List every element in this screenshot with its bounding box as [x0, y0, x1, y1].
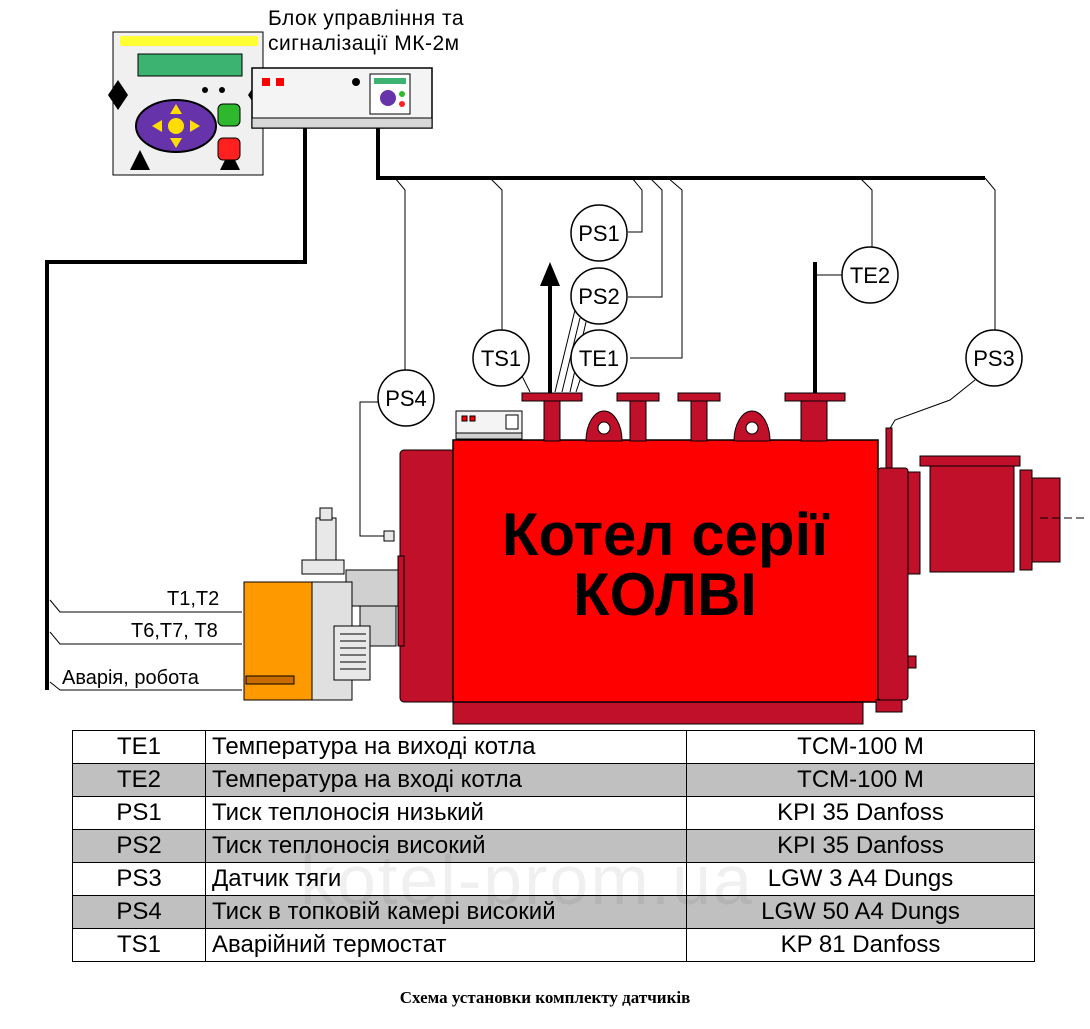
sensor-wires	[49, 177, 996, 691]
main-cables	[45, 128, 985, 690]
table-cell-description: Тиск теплоносія високий	[205, 829, 687, 863]
table-cell-model: KPI 35 Danfoss	[686, 796, 1035, 830]
table-cell-description: Тиск в топковій камері високий	[205, 895, 687, 929]
sensor-ps3-label: PS3	[973, 346, 1015, 371]
caption: Схема установки комплекту датчиків	[399, 988, 691, 1007]
sensor-ps1-circle	[570, 204, 628, 262]
boiler-label-line2: КОЛВІ	[573, 561, 757, 628]
table-cell-model: TCM-100 M	[686, 763, 1035, 797]
wire-label-t1t2: Т1,Т2	[167, 588, 220, 610]
table-cell-code: PS3	[72, 862, 206, 896]
table-cell-model: LGW 3 A4 Dungs	[686, 862, 1035, 896]
table-cell-description: Тиск теплоносія низький	[205, 796, 687, 830]
burner	[243, 507, 399, 701]
sensor-circles	[377, 204, 1023, 427]
table-cell-model: LGW 50 A4 Dungs	[686, 895, 1035, 929]
sensor-te1-circle	[570, 329, 628, 387]
sensor-te2-label: TE2	[850, 263, 890, 288]
sensor-ts1-circle	[472, 329, 530, 387]
table-cell-model: KPI 35 Danfoss	[686, 829, 1035, 863]
boiler-label: Котел серії КОЛВІ	[455, 505, 875, 625]
table-cell-description: Датчик тяги	[205, 862, 687, 896]
table-cell-model: TCM-100 M	[686, 730, 1035, 764]
table-cell-model: KP 81 Danfoss	[686, 928, 1035, 962]
table-cell-code: PS1	[72, 796, 206, 830]
sensor-ps3-circle	[965, 329, 1023, 387]
table-cell-description: Температура на виході котла	[205, 730, 687, 764]
boiler-label-line1: Котел серії	[501, 501, 829, 568]
sensor-te1-label: TE1	[579, 346, 619, 371]
table-cell-description: Аварійний термостат	[205, 928, 687, 962]
table-cell-code: PS4	[72, 895, 206, 929]
control-box-mk2m	[251, 67, 433, 129]
wire-label-alarm: Аварія, робота	[62, 667, 199, 689]
control-unit-title: Блок управління та сигналізації МК-2м	[268, 6, 464, 56]
sensor-ps1-label: PS1	[578, 221, 620, 246]
wire-label-t678: Т6,Т7, Т8	[131, 620, 218, 642]
table-cell-description: Температура на вході котла	[205, 763, 687, 797]
diagram-svg: PS1 PS2 TS1 TE1 TE2 PS3 PS4	[45, 31, 1088, 725]
sensor-ps2-label: PS2	[578, 284, 620, 309]
table-cell-code: TE1	[72, 730, 206, 764]
sensor-ps4-label: PS4	[385, 386, 427, 411]
table-cell-code: TE2	[72, 763, 206, 797]
boiler-body	[397, 392, 1061, 725]
sensor-ps4-circle	[377, 369, 435, 427]
control-unit-title-line1: Блок управління та	[268, 7, 465, 30]
control-unit-title-line2: сигналізації МК-2м	[268, 32, 460, 55]
sensor-ps2-circle	[570, 267, 628, 325]
table-cell-code: TS1	[72, 928, 206, 962]
table-cell-code: PS2	[72, 829, 206, 863]
sensor-ts1-label: TS1	[481, 346, 521, 371]
control-panel-keypad	[108, 31, 268, 176]
